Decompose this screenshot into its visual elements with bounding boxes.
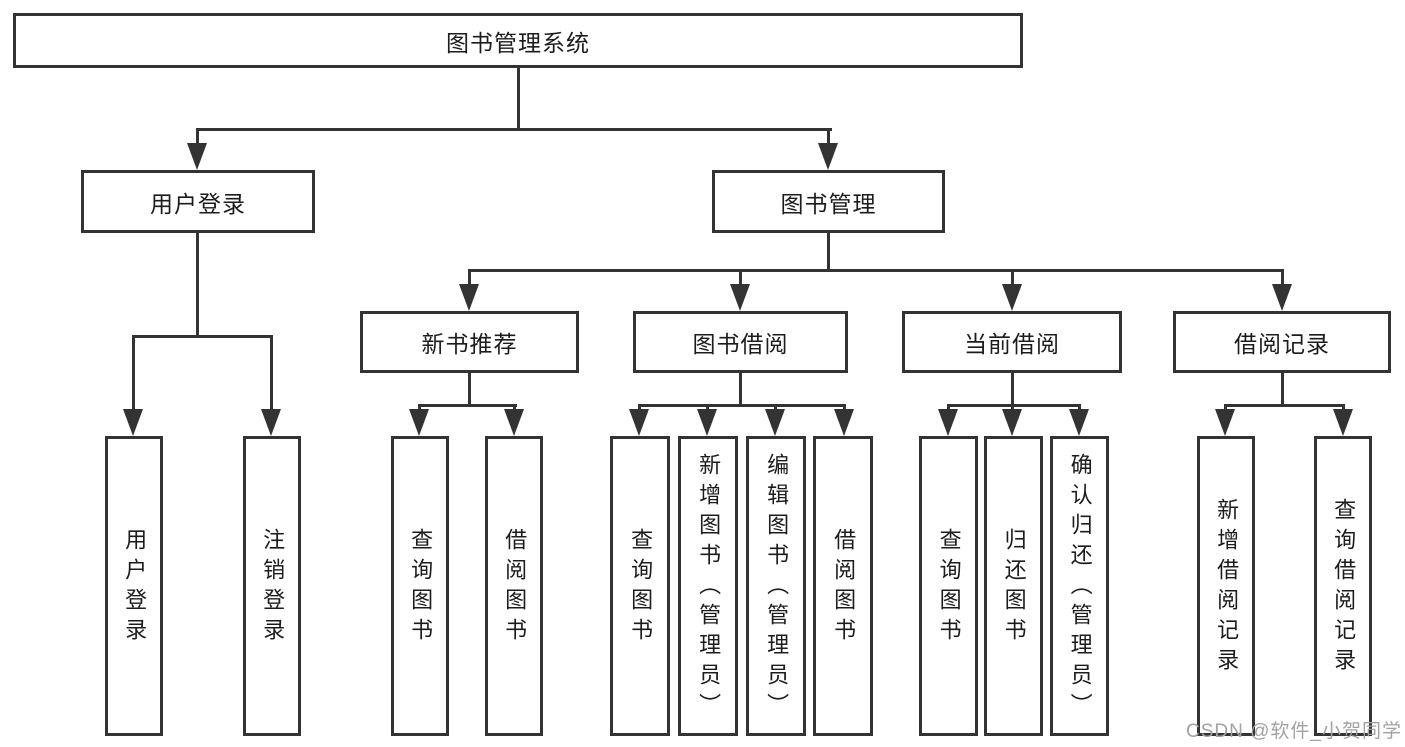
node-library-management-system: 图书管理系统 [13,13,1023,68]
connector-branch [638,404,846,407]
arrowhead-down-icon [834,409,854,436]
leaf-query-books-current: 查询图书 [919,436,978,736]
arrowhead-down-icon [629,409,649,436]
connector-user-login-branch [132,335,273,338]
connector-drop [1224,404,1227,412]
node-label: 新增借阅记录 [1214,498,1240,678]
connector-drop [196,128,199,146]
node-label: 新书推荐 [421,331,518,357]
connector-branch [418,404,517,407]
node-label: 借阅图书 [502,528,528,648]
connector-stem [468,373,471,407]
connector-stem [1281,373,1284,407]
connector-drop [638,404,641,412]
leaf-query-books-recommend: 查询图书 [391,436,449,736]
node-user-login: 用户登录 [81,170,315,233]
csdn-watermark: CSDN @软件_小贺同学 [1186,721,1402,742]
node-label: 查询图书 [408,528,434,648]
leaf-user-login: 用户登录 [105,436,163,736]
connector-drop [1011,269,1014,285]
node-label: 归还图书 [1001,528,1027,648]
connector-branch [947,404,1081,407]
connector-drop [1011,404,1014,412]
arrowhead-down-icon [123,409,143,436]
node-label: 图书借阅 [692,331,789,357]
connector-drop [1342,404,1345,412]
arrowhead-down-icon [1215,409,1235,436]
node-new-book-recommend: 新书推荐 [360,311,579,373]
leaf-add-borrow-record: 新增借阅记录 [1197,436,1255,736]
node-label: 当前借阅 [964,331,1060,357]
leaf-query-borrow-record: 查询借阅记录 [1314,436,1372,736]
node-current-borrowing: 当前借阅 [902,311,1122,373]
leaf-borrow-books-recommend: 借阅图书 [485,436,543,736]
node-label: 用户登录 [122,528,148,648]
arrowhead-down-icon [187,143,207,170]
connector-root-stem [517,68,520,131]
arrowhead-down-icon [765,409,785,436]
arrowhead-down-icon [1272,284,1292,311]
node-label: 新增图书（管理员） [696,453,722,723]
arrowhead-down-icon [1002,284,1022,311]
node-label: 用户登录 [150,190,246,217]
connector-drop [418,404,421,412]
leaf-query-books-borrowing: 查询图书 [610,436,670,736]
arrowhead-down-icon [1333,409,1353,436]
leaf-edit-books-admin: 编辑图书（管理员） [746,436,806,736]
arrowhead-down-icon [938,409,958,436]
leaf-borrow-books: 借阅图书 [813,436,873,736]
node-label: 查询图书 [936,528,962,648]
connector-drop [1281,269,1284,285]
connector-book-management-stem [827,233,830,272]
node-label: 借阅记录 [1234,331,1330,357]
node-label: 借阅图书 [831,528,857,648]
connector-drop [739,269,742,285]
connector-drop [513,404,516,412]
node-label: 图书管理系统 [446,29,590,56]
arrowhead-down-icon [730,284,750,311]
arrowhead-down-icon [504,409,524,436]
connector-drop [827,128,830,146]
node-borrowing-records: 借阅记录 [1173,311,1391,373]
connector-drop [270,335,273,412]
connector-drop [774,404,777,412]
node-label: 编辑图书（管理员） [764,453,790,723]
leaf-add-books-admin: 新增图书（管理员） [678,436,738,736]
arrowhead-down-icon [818,143,838,170]
arrowhead-down-icon [1002,409,1022,436]
connector-root-branch [197,128,832,131]
leaf-logout: 注销登录 [243,436,301,736]
arrowhead-down-icon [409,409,429,436]
node-label: 注销登录 [260,528,286,648]
arrowhead-down-icon [261,409,281,436]
connector-book-management-branch [468,269,1284,272]
connector-drop [132,335,135,412]
connector-user-login-stem [196,233,199,337]
leaf-return-books: 归还图书 [984,436,1043,736]
arrowhead-down-icon [697,409,717,436]
arrowhead-down-icon [459,284,479,311]
connector-drop [706,404,709,412]
node-label: 查询借阅记录 [1331,498,1357,678]
node-label: 查询图书 [628,528,654,648]
connector-drop [1078,404,1081,412]
node-book-borrowing: 图书借阅 [633,311,848,373]
connector-stem [739,373,742,407]
connector-branch [1224,404,1345,407]
connector-stem [1011,373,1014,407]
connector-drop [468,269,471,285]
connector-drop [947,404,950,412]
arrowhead-down-icon [1069,409,1089,436]
node-label: 确认归还（管理员） [1067,453,1093,723]
connector-drop [843,404,846,412]
node-book-management: 图书管理 [712,170,945,233]
leaf-confirm-return-admin: 确认归还（管理员） [1050,436,1109,736]
node-label: 图书管理 [780,190,877,217]
